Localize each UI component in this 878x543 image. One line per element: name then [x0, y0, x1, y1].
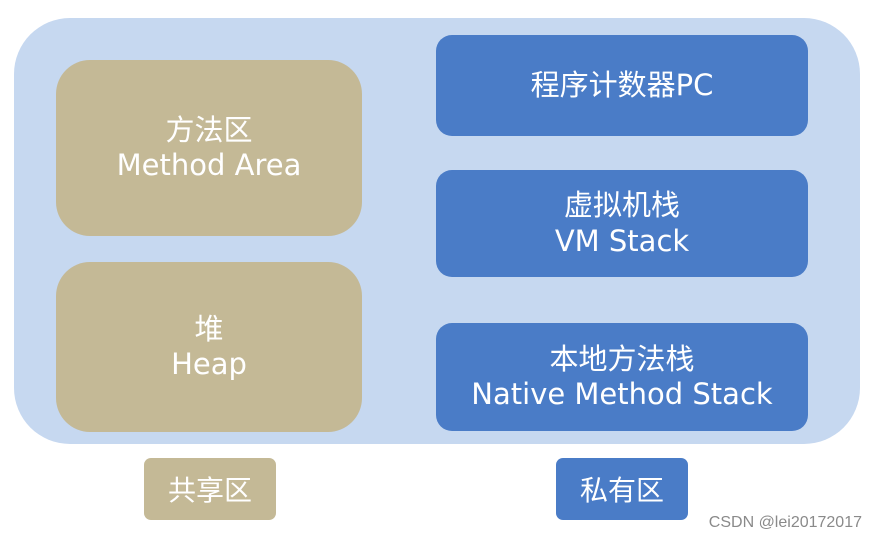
vm-stack-box: 虚拟机栈 VM Stack: [436, 170, 808, 277]
native-stack-en-label: Native Method Stack: [471, 377, 773, 411]
heap-zh-label: 堆: [194, 311, 224, 346]
method-area-box: 方法区 Method Area: [56, 60, 362, 236]
heap-box: 堆 Heap: [56, 262, 362, 432]
program-counter-label: 程序计数器PC: [530, 67, 714, 102]
private-area-legend: 私有区: [556, 458, 688, 520]
program-counter-box: 程序计数器PC: [436, 35, 808, 136]
method-area-zh-label: 方法区: [165, 112, 253, 147]
vm-stack-en-label: VM Stack: [554, 223, 690, 258]
native-stack-zh-label: 本地方法栈: [549, 341, 695, 376]
shared-area-legend: 共享区: [144, 458, 276, 520]
csdn-watermark: CSDN @lei20172017: [708, 514, 862, 531]
heap-en-label: Heap: [171, 347, 247, 381]
native-method-stack-box: 本地方法栈 Native Method Stack: [436, 323, 808, 431]
vm-stack-zh-label: 虚拟机栈: [563, 188, 680, 223]
method-area-en-label: Method Area: [116, 148, 302, 182]
